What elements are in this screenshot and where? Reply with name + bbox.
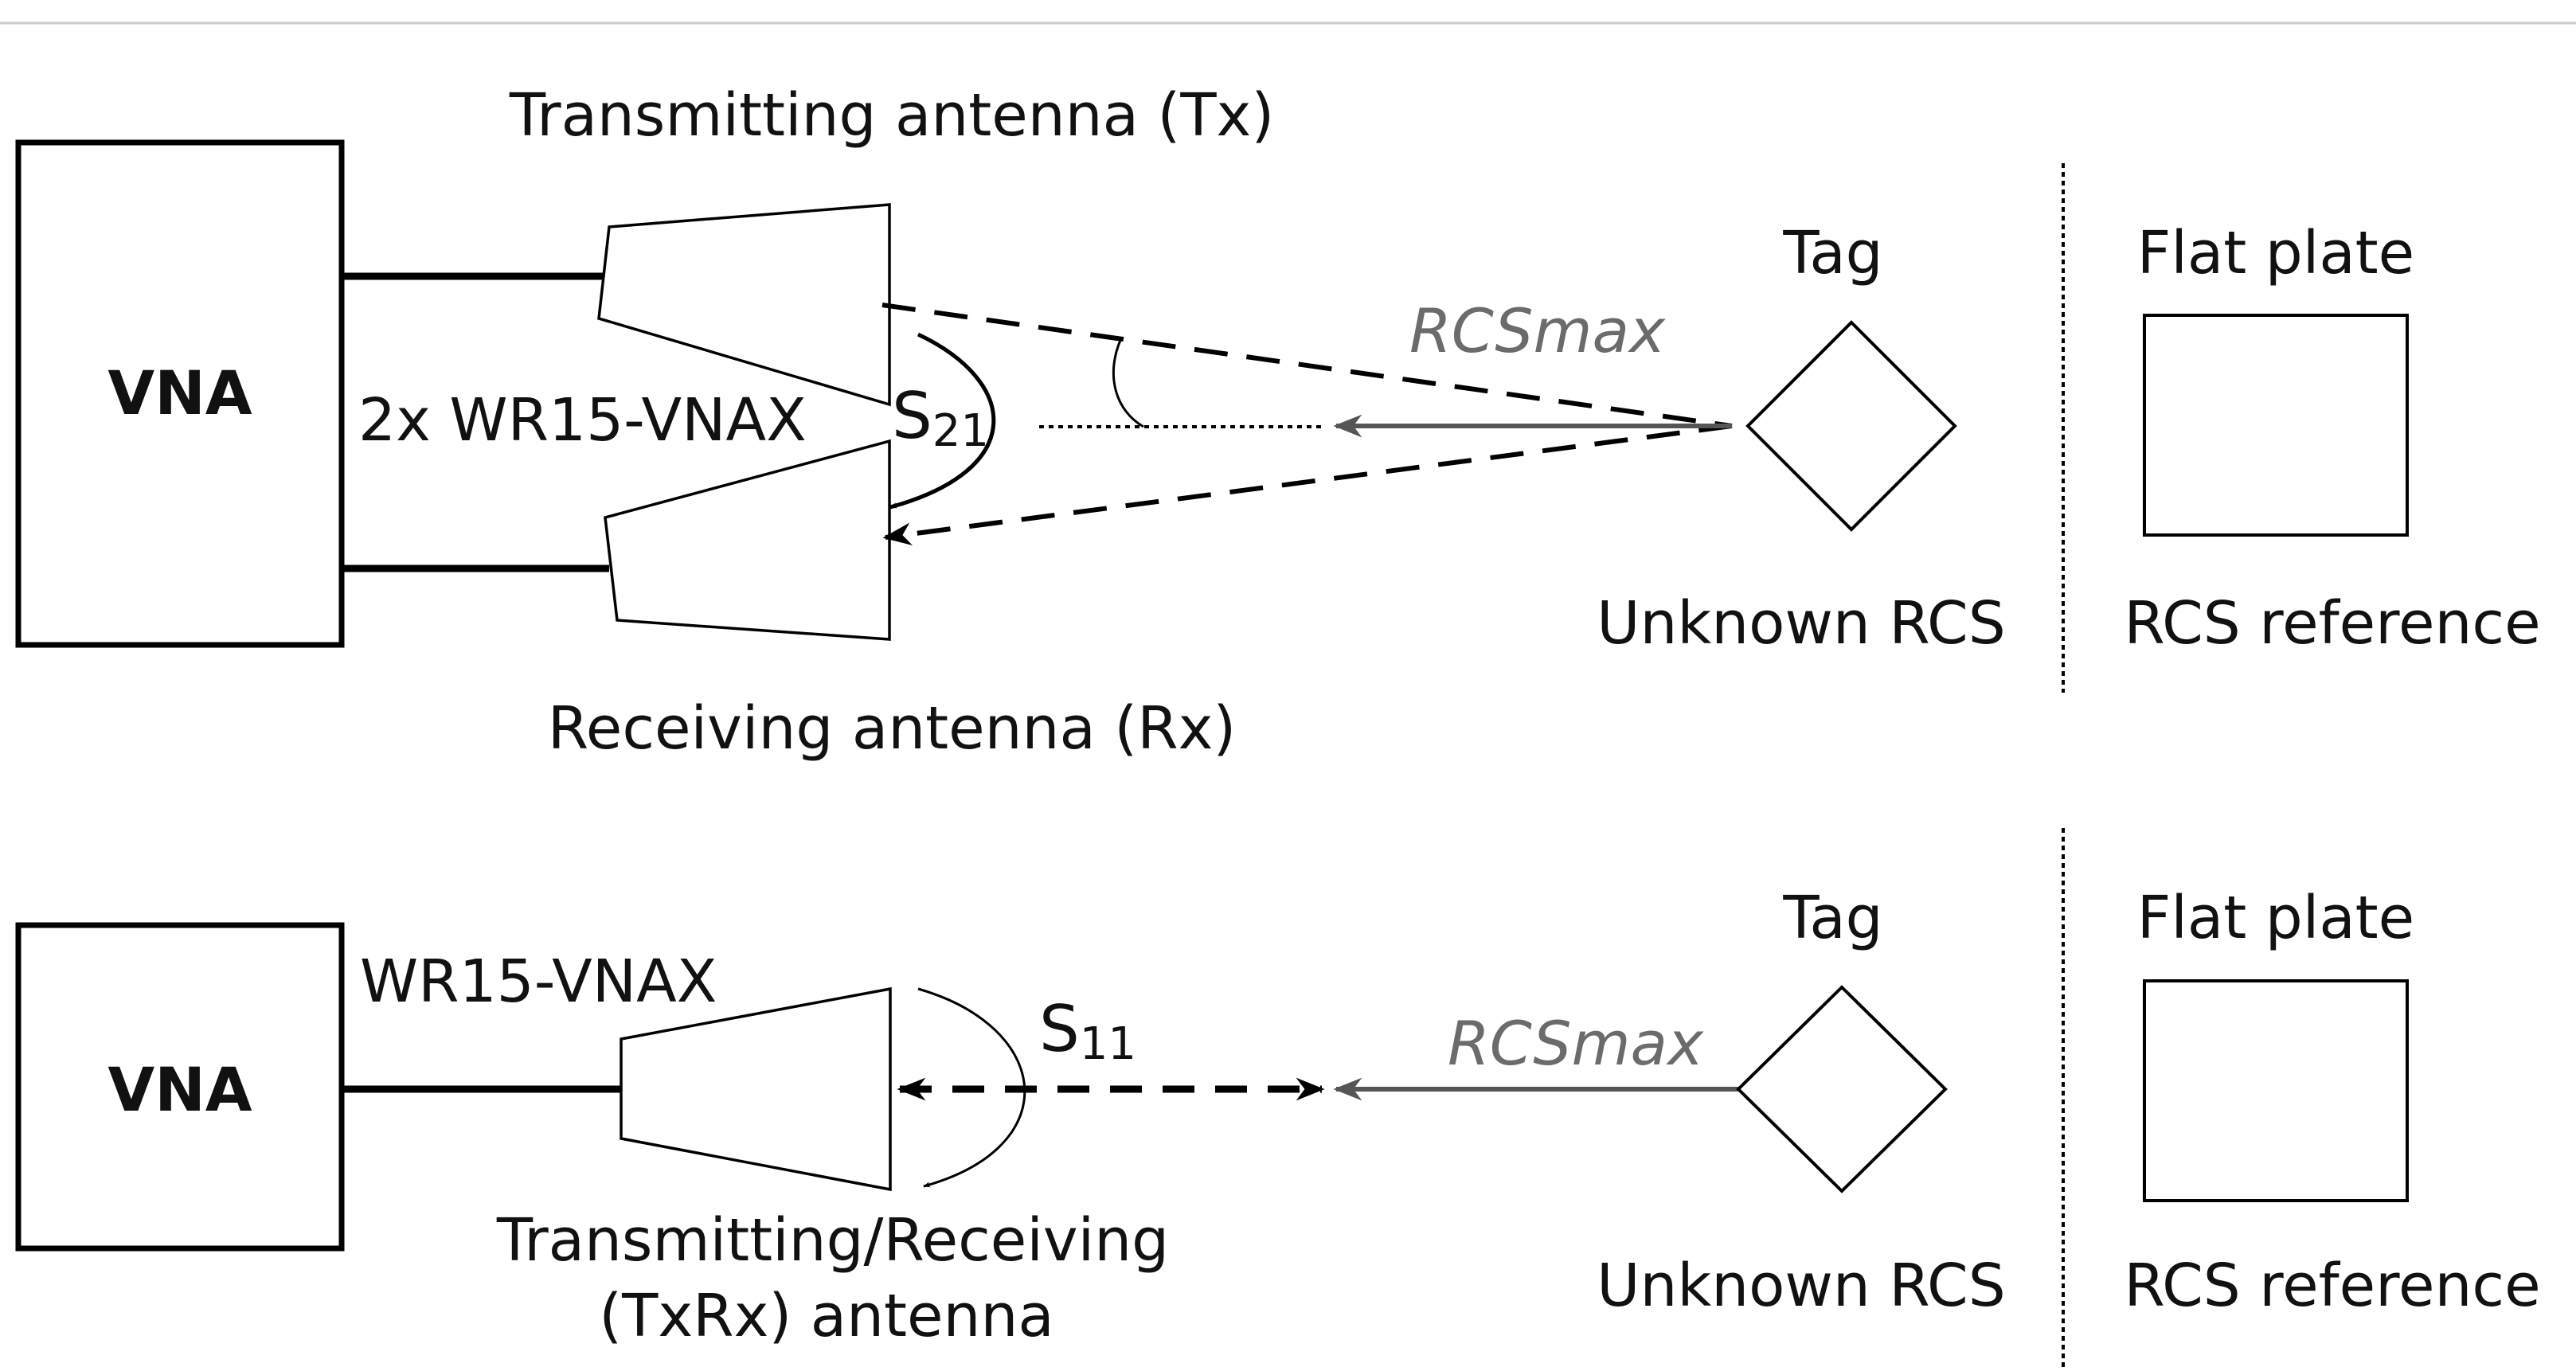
tag-diamond [1745, 320, 1957, 532]
tx-antenna-label: Transmitting antenna (Tx) [509, 81, 1274, 150]
tag-title: Tag [1782, 219, 1882, 287]
bottom-setup: VNA WR15-VNAX Transmitting/Receiving (Tx… [15, 828, 2541, 1371]
rcs-max-label: RCSmax [1448, 1008, 1704, 1079]
bistatic-angle-arc [1112, 338, 1144, 428]
frequency-extender-label: 2x WR15-VNAX [358, 386, 807, 455]
txrx-antenna-label-line1: Transmitting/Receiving [496, 1206, 1169, 1275]
tag-diamond [1736, 985, 1948, 1193]
tag-caption: Unknown RCS [1597, 1252, 2005, 1320]
vna-label: VNA [107, 1054, 252, 1125]
tx-antenna [597, 203, 891, 407]
top-setup: VNA Transmitting antenna (Tx) Receiving … [15, 81, 2541, 763]
tag-caption: Unknown RCS [1597, 589, 2005, 658]
vna-box [15, 139, 345, 648]
vna-label: VNA [107, 357, 252, 428]
rx-dashed-path [882, 424, 1733, 546]
plate-caption: RCS reference [2124, 589, 2540, 658]
rx-antenna [604, 439, 891, 641]
flat-plate [2143, 314, 2409, 537]
rcs-max-label: RCSmax [1409, 295, 1666, 366]
plate-caption: RCS reference [2124, 1252, 2540, 1320]
txrx-antenna-label-line2: (TxRx) antenna [599, 1282, 1053, 1350]
frequency-extender-label: WR15-VNAX [360, 947, 717, 1016]
tx-dashed-path [881, 303, 1733, 428]
plate-title: Flat plate [2137, 219, 2414, 287]
s21-arrow [889, 332, 996, 510]
tag-title: Tag [1782, 884, 1882, 952]
plate-title: Flat plate [2137, 884, 2414, 952]
rx-antenna-label: Receiving antenna (Rx) [548, 694, 1237, 763]
flat-plate [2143, 979, 2409, 1202]
s11-label: S11 [1039, 992, 1136, 1070]
txrx-antenna [620, 986, 892, 1192]
s21-label: S21 [892, 379, 989, 457]
